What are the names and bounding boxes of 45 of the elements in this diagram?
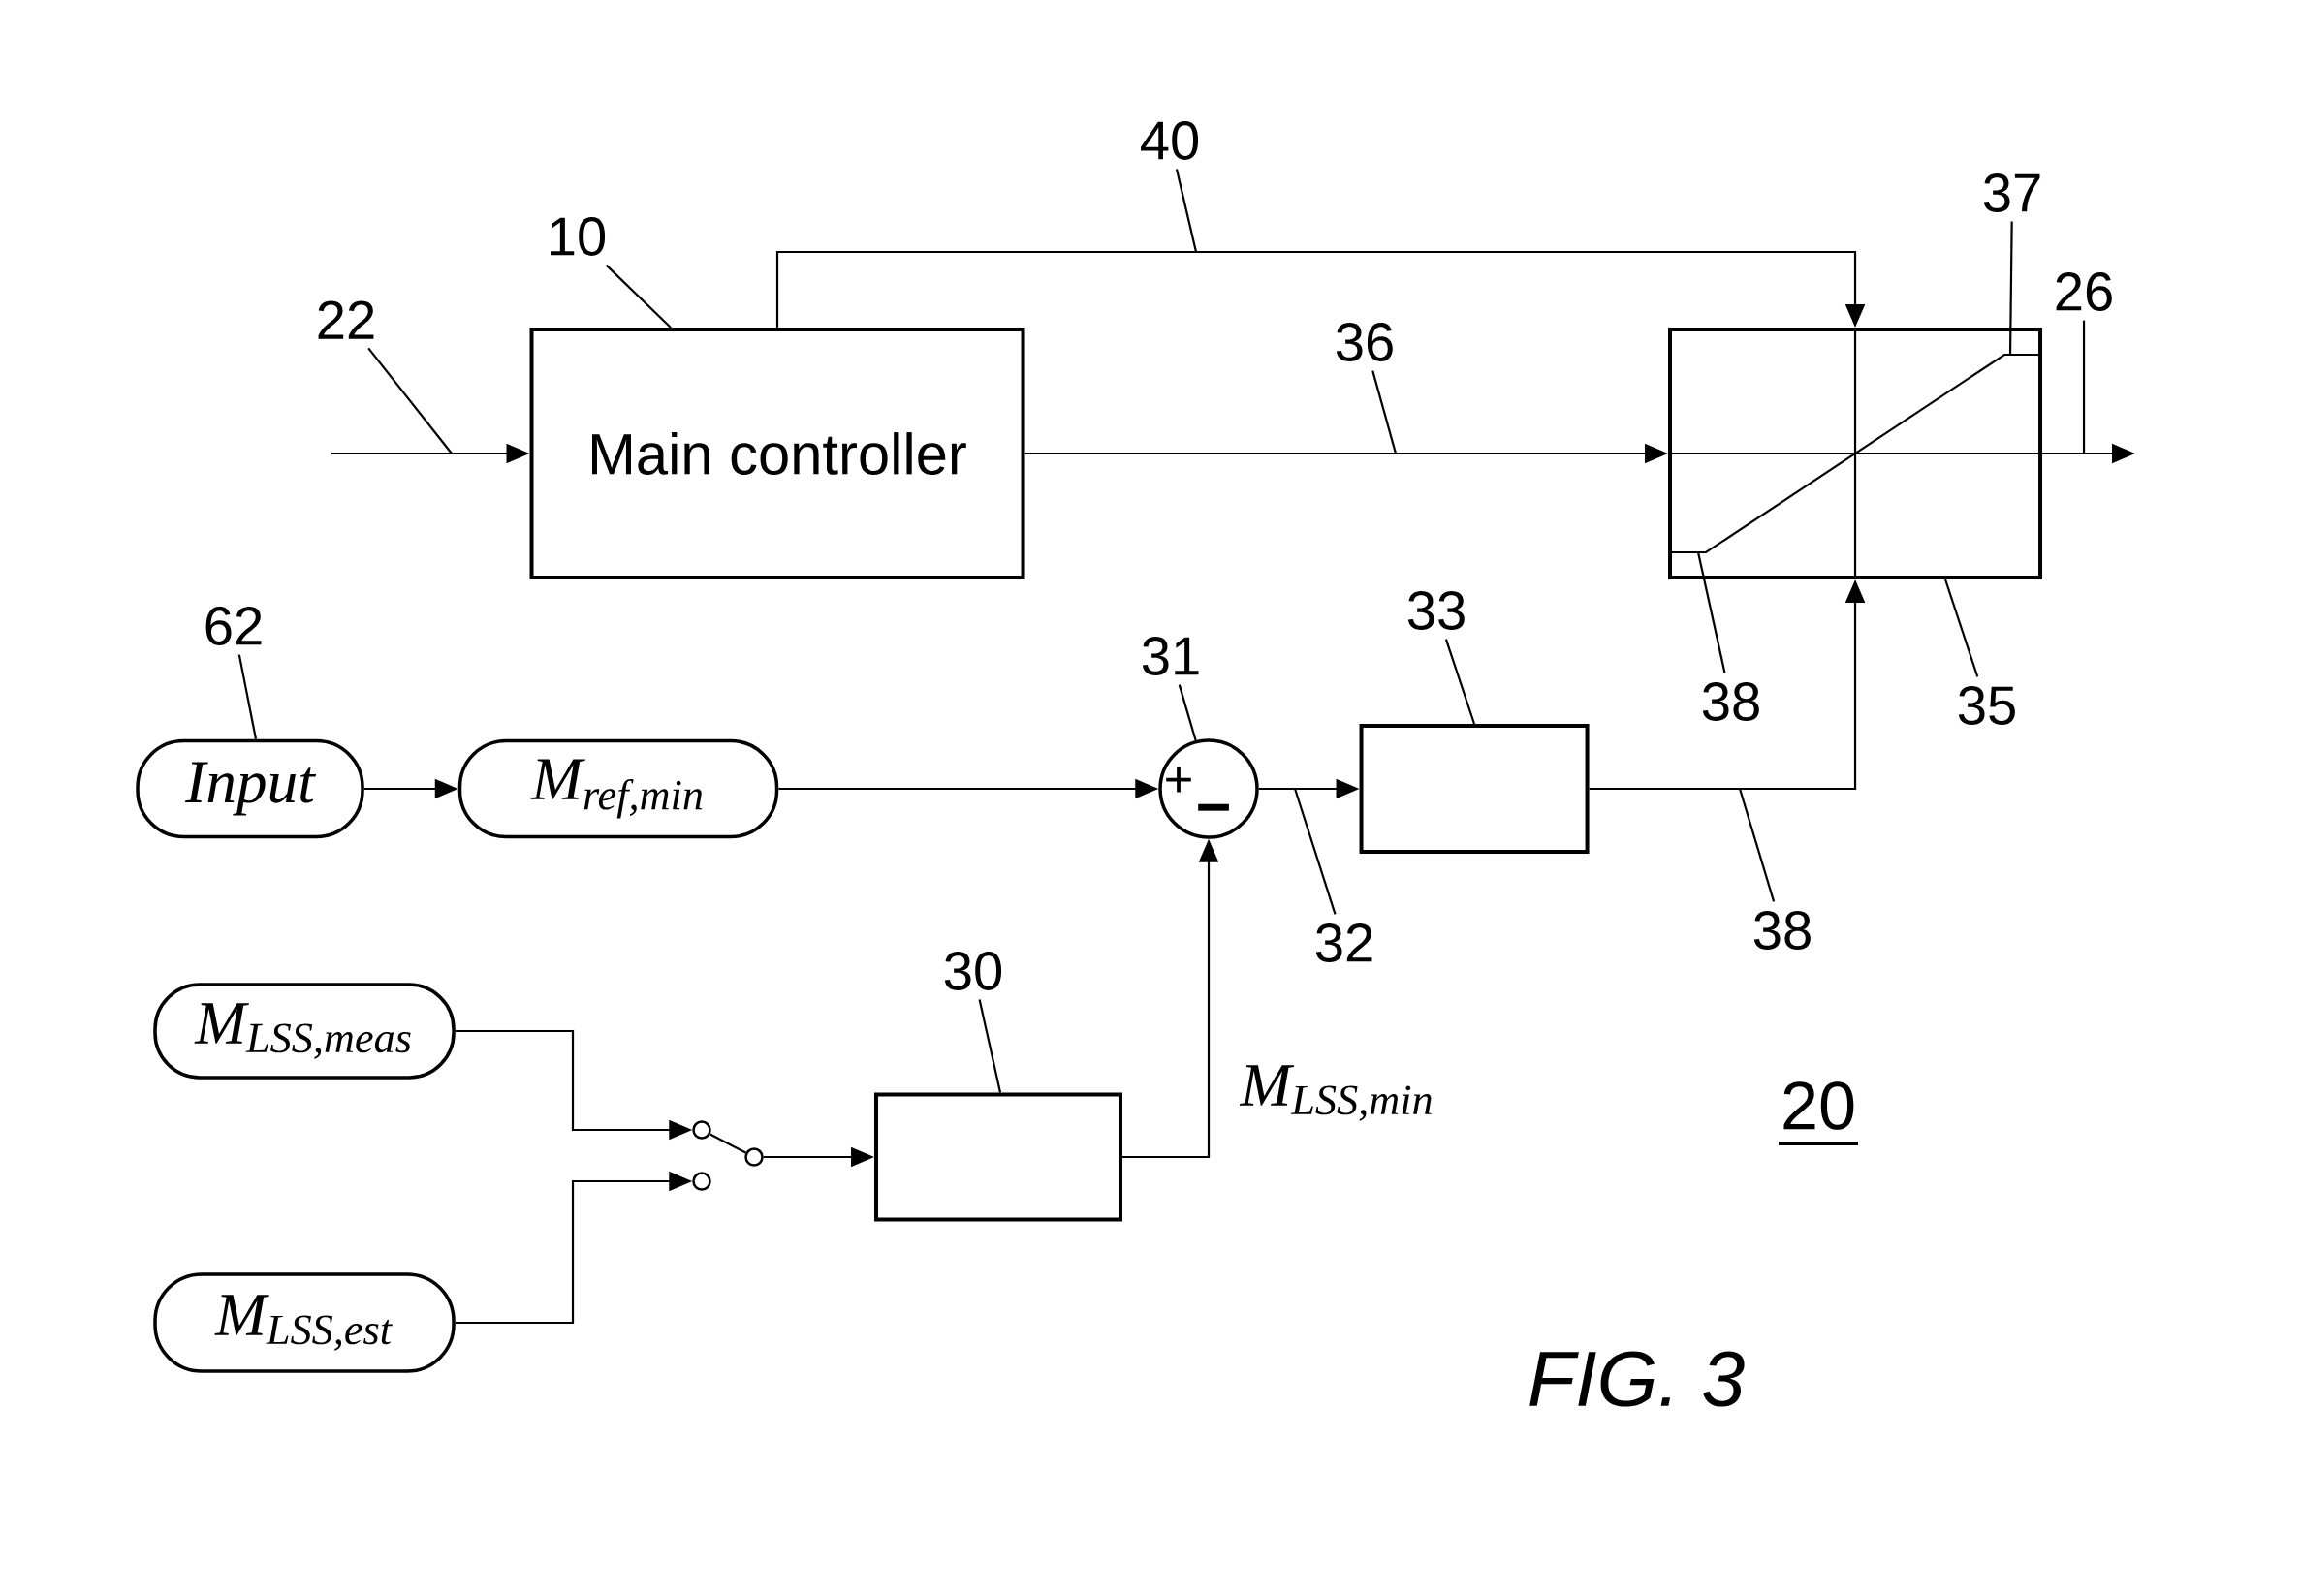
leader-line <box>978 999 1002 1093</box>
reference-numeral: 62 <box>205 607 262 645</box>
reference-numeral: 31 <box>1142 637 1199 675</box>
leader-line <box>2008 221 2013 355</box>
leader-line <box>1738 788 1776 902</box>
rounded-box: M$_{ref,min}$ <box>457 738 779 839</box>
reference-numeral: 26 <box>2056 272 2112 311</box>
summing-junction: + − <box>1158 738 1259 839</box>
leader-line <box>1696 551 1726 673</box>
leader-line <box>1444 639 1476 725</box>
leader-line <box>1944 579 1979 677</box>
rounded-box: M$_{LSS,meas}$ <box>153 983 456 1080</box>
reference-numeral: 36 <box>1336 323 1393 361</box>
leader-line <box>367 347 453 454</box>
switch-contact <box>692 1120 711 1140</box>
arrow <box>775 250 1866 328</box>
reference-numeral: 35 <box>1958 686 2015 725</box>
leader-line <box>1178 684 1197 741</box>
limiter-box <box>1668 328 2043 579</box>
leader-line <box>605 264 672 329</box>
reference-numeral: 30 <box>944 952 1002 990</box>
reference-numeral: 40 <box>1141 121 1199 160</box>
process-box <box>874 1092 1122 1222</box>
process-box <box>1359 724 1590 854</box>
reference-numeral: 38 <box>1753 911 1811 950</box>
process-box: Main controller <box>529 328 1025 579</box>
leader-line <box>1175 169 1198 253</box>
reference-numeral: 20 <box>1779 1081 1859 1145</box>
leader-line <box>1294 788 1337 915</box>
reference-numeral: 32 <box>1315 923 1372 962</box>
rounded-box: Input <box>136 738 364 839</box>
reference-numeral: 22 <box>318 300 374 339</box>
leader-line <box>1371 370 1398 454</box>
edge-label: M$_{LSS,min}$ <box>1236 1061 1439 1125</box>
rounded-box: M$_{LSS,est}$ <box>153 1272 456 1373</box>
reference-numeral: 10 <box>551 217 606 256</box>
reference-numeral: 33 <box>1407 591 1465 630</box>
figure-caption: FIG. 3 <box>1529 1351 1745 1407</box>
leader-line <box>2082 320 2086 454</box>
switch-contact <box>744 1147 764 1167</box>
reference-numeral: 38 <box>1702 682 1759 721</box>
reference-numeral: 37 <box>1983 173 2040 212</box>
leader-line <box>237 654 258 739</box>
switch-contact <box>692 1172 711 1191</box>
switch-blade <box>709 1133 746 1154</box>
